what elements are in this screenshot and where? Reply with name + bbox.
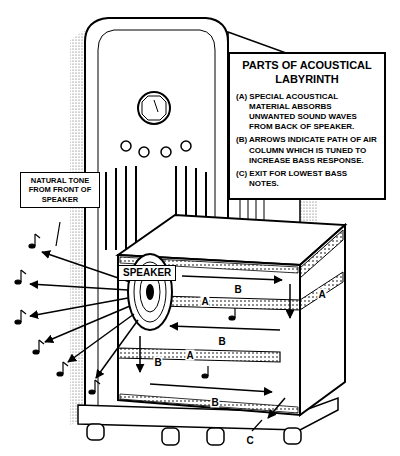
music-note <box>15 234 235 394</box>
control-knobs <box>121 141 191 157</box>
part-letter: A <box>185 350 194 361</box>
part-letter: A <box>200 296 209 307</box>
leader-line <box>56 222 60 246</box>
part-letter: C <box>245 435 254 446</box>
box-note: (C) EXIT FOR LOWEST BASS NOTES. <box>236 169 378 189</box>
cabinet-legs <box>87 424 301 445</box>
box-note: (A) SPECIAL ACOUSTICAL MATERIAL ABSORBS … <box>236 92 378 133</box>
part-letter: B <box>217 336 226 347</box>
speaker-cap <box>146 284 154 300</box>
callout-box: NATURAL TONE FROM FRONT OF SPEAKER <box>20 172 100 208</box>
part-letter: B <box>210 397 219 408</box>
box-note: (B) ARROWS INDICATE PATH OF AIR COLUMN W… <box>236 135 378 166</box>
legend-box: PARTS OF ACOUSTICAL LABYRINTH (A) SPECIAL… <box>228 52 386 200</box>
cabinet-shadow <box>70 30 85 425</box>
part-letter: B <box>153 357 162 368</box>
acoustic-lining <box>120 394 298 413</box>
part-letter: A <box>317 289 326 300</box>
dial-face <box>142 96 166 120</box>
dial-pointer <box>154 100 158 112</box>
part-letter: B <box>233 284 242 295</box>
labyrinth-front <box>118 255 300 415</box>
labyrinth-side <box>300 225 345 415</box>
tuning-dial <box>138 92 170 124</box>
speaker-label: SPEAKER <box>118 265 176 281</box>
labyrinth-shelf <box>160 296 300 310</box>
box-heading: NATURAL TONE FROM FRONT OF SPEAKER <box>25 176 95 204</box>
labyrinth-shelf <box>118 348 280 362</box>
box-heading: SPEAKER <box>123 267 171 279</box>
air-path-arrow <box>140 276 290 418</box>
labyrinth-shelf <box>300 272 343 310</box>
box-heading: PARTS OF ACOUSTICAL LABYRINTH <box>236 59 378 87</box>
acoustic-lining <box>300 230 343 278</box>
leader-line <box>252 420 262 431</box>
